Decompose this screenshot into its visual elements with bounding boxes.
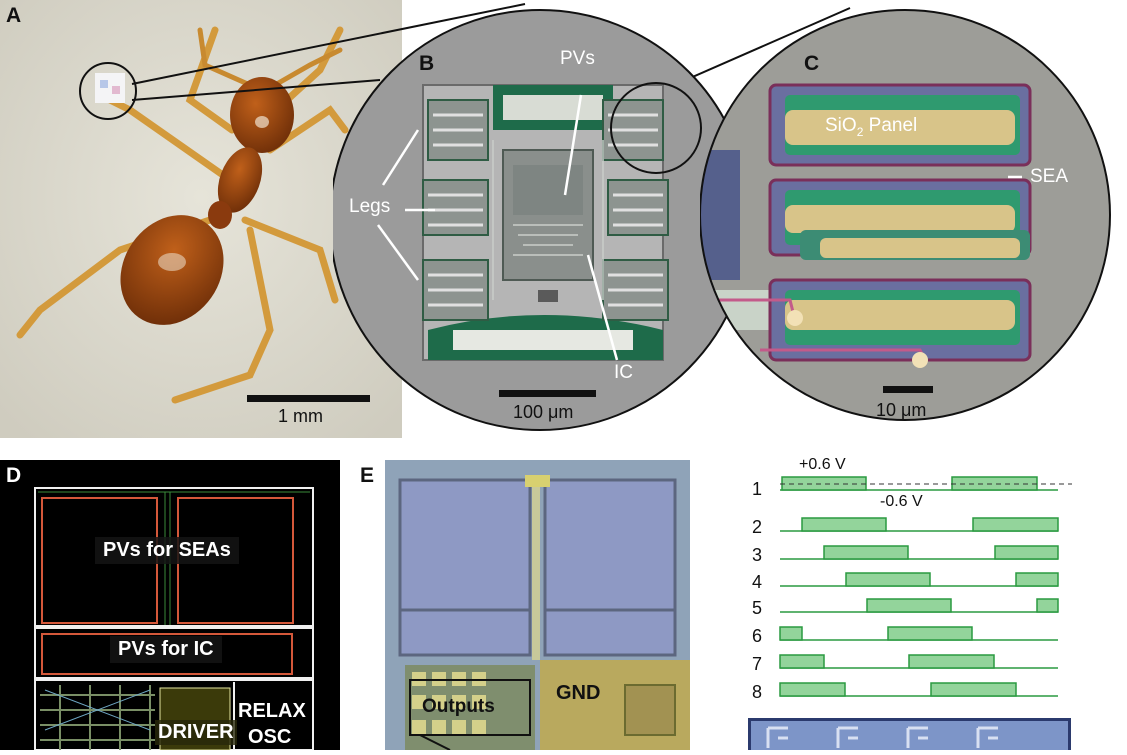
signal-2-pulse-2 bbox=[972, 517, 1059, 532]
panel-b-pvs-label: PVs bbox=[560, 48, 595, 69]
signal-1-pulse-1 bbox=[781, 476, 867, 491]
layout-diagram bbox=[34, 487, 314, 750]
panel-b-legs-label: Legs bbox=[349, 196, 391, 217]
signal-3-pulse-2 bbox=[994, 545, 1059, 560]
panel-a-scalebar-label: 1 mm bbox=[278, 406, 323, 426]
pvs-for-ic-label: PVs for IC bbox=[110, 636, 222, 663]
signal-4-pulse-2 bbox=[1015, 572, 1059, 587]
signal-row-label-8: 8 bbox=[752, 682, 763, 702]
osc-label: OSC bbox=[248, 726, 292, 748]
signal-row-label-1: 1 bbox=[752, 479, 763, 499]
signal-row-label-2: 2 bbox=[752, 517, 763, 537]
panel-c: C SiO2 Panel SEA 10 μm bbox=[700, 0, 1112, 440]
panel-b: B PVs Legs IC 100 μm bbox=[333, 0, 753, 440]
signal-5-pulse-2 bbox=[1036, 598, 1059, 613]
panel-c-panel-text: SiO bbox=[825, 115, 857, 136]
chip-e-micrograph bbox=[385, 460, 690, 750]
signal-4-pulse-1 bbox=[845, 572, 931, 587]
gnd-label: GND bbox=[556, 682, 601, 704]
signal-1-pulse-2 bbox=[951, 476, 1038, 491]
signal-8-pulse-2 bbox=[930, 682, 1017, 697]
bottom-right-micrograph bbox=[748, 718, 1071, 750]
bottom-strip-pattern bbox=[751, 721, 1068, 750]
signal-row-label-7: 7 bbox=[752, 654, 763, 674]
relax-label: RELAX bbox=[238, 700, 306, 722]
signal-row-label-3: 3 bbox=[752, 545, 763, 565]
sea-micrograph bbox=[700, 9, 1111, 421]
panel-e: E GND Outputs bbox=[360, 460, 700, 750]
panel-a-letter: A bbox=[6, 4, 22, 27]
neg-voltage-label: -0.6 V bbox=[880, 493, 923, 510]
signal-7-pulse-1 bbox=[779, 654, 825, 669]
signal-6-pulse-1 bbox=[779, 626, 803, 641]
signal-row-label-5: 5 bbox=[752, 598, 763, 618]
panel-c-panel-sub: 2 bbox=[856, 124, 864, 139]
panel-d: D PVs for SEAs PVs for IC DRIVER RELAX O… bbox=[0, 460, 340, 750]
signal-2-pulse-1 bbox=[801, 517, 887, 532]
signal-8-pulse-1 bbox=[779, 682, 846, 697]
panel-c-panel-label: SiO2 Panel bbox=[825, 115, 917, 139]
panel-c-sea-label: SEA bbox=[1030, 166, 1069, 187]
panel-b-ic-label: IC bbox=[614, 362, 633, 383]
signal-6-pulse-2 bbox=[887, 626, 973, 641]
panel-b-letter: B bbox=[419, 52, 435, 75]
signal-row-label-4: 4 bbox=[752, 572, 763, 592]
chip-micrograph bbox=[333, 9, 751, 431]
signal-5-pulse-1 bbox=[866, 598, 952, 613]
signal-row-label-6: 6 bbox=[752, 626, 763, 646]
panel-d-letter: D bbox=[6, 464, 22, 487]
panel-c-letter: C bbox=[804, 52, 820, 75]
driver-label: DRIVER bbox=[155, 720, 237, 745]
panel-b-scalebar-label: 100 μm bbox=[513, 402, 574, 422]
pos-voltage-label: +0.6 V bbox=[799, 456, 846, 473]
signal-7-pulse-2 bbox=[908, 654, 995, 669]
panel-c-panel-rest: Panel bbox=[863, 115, 918, 136]
signal-3-pulse-1 bbox=[823, 545, 909, 560]
panel-c-scalebar-label: 10 μm bbox=[876, 400, 927, 420]
panel-e-letter: E bbox=[360, 464, 375, 487]
pvs-for-seas-label: PVs for SEAs bbox=[95, 537, 239, 564]
outputs-label: Outputs bbox=[422, 696, 495, 717]
